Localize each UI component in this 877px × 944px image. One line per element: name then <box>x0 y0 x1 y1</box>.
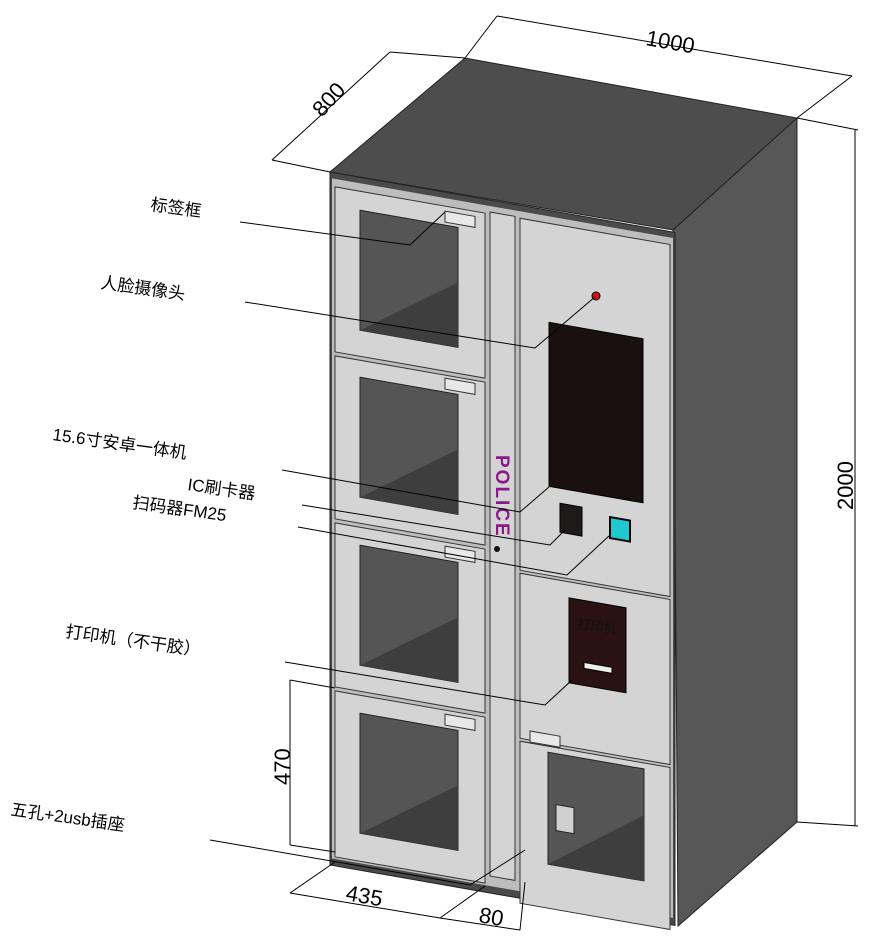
left-door-4[interactable] <box>334 690 486 884</box>
leader-line <box>281 469 550 513</box>
dim-door-height: 470 <box>270 748 295 785</box>
barcode-scanner[interactable] <box>609 515 631 543</box>
printer-slot <box>583 661 613 674</box>
leader-line <box>239 211 446 246</box>
dim-width: 1000 <box>644 25 697 58</box>
printer-face-text: 打印机 <box>577 616 618 637</box>
leader-line <box>297 526 611 576</box>
left-door-1[interactable] <box>334 186 486 379</box>
label-frame <box>444 545 476 563</box>
left-door-3[interactable] <box>334 522 486 714</box>
left-door-2[interactable] <box>334 355 486 546</box>
label-frame <box>529 730 561 748</box>
printer[interactable] <box>568 597 627 694</box>
label-frame <box>444 210 476 228</box>
callout-ic-reader: IC刷卡器 <box>186 475 256 503</box>
leader-line <box>244 295 597 349</box>
cabinet-side <box>672 116 798 928</box>
label-frame <box>444 713 476 731</box>
touch-screen[interactable] <box>548 321 644 504</box>
callout-printer: 打印机（不干胶） <box>64 622 201 660</box>
leader-line <box>301 504 566 546</box>
dimension-lines <box>271 15 859 931</box>
dim-height: 2000 <box>833 461 858 510</box>
leader-line <box>209 839 526 886</box>
leader-line <box>284 661 573 706</box>
socket <box>555 803 575 835</box>
dim-door-width: 435 <box>344 880 385 911</box>
keyhole <box>494 546 500 552</box>
center-strip <box>489 211 516 881</box>
cabinet-front <box>329 171 676 931</box>
ic-card-reader[interactable] <box>559 502 583 537</box>
callout-android-pc: 15.6寸安卓一体机 <box>51 425 187 463</box>
right-door[interactable] <box>519 729 671 931</box>
label-frame <box>444 377 476 395</box>
police-brand-text: POLICE <box>491 455 512 538</box>
callout-label-frame: 标签框 <box>149 195 202 221</box>
dim-strip-width: 80 <box>477 902 505 931</box>
callout-face-camera: 人脸摄像头 <box>99 273 186 304</box>
dim-depth: 800 <box>307 77 350 121</box>
callout-scanner: 扫码器FM25 <box>131 493 227 525</box>
callout-socket: 五孔+2usb插座 <box>9 800 125 835</box>
